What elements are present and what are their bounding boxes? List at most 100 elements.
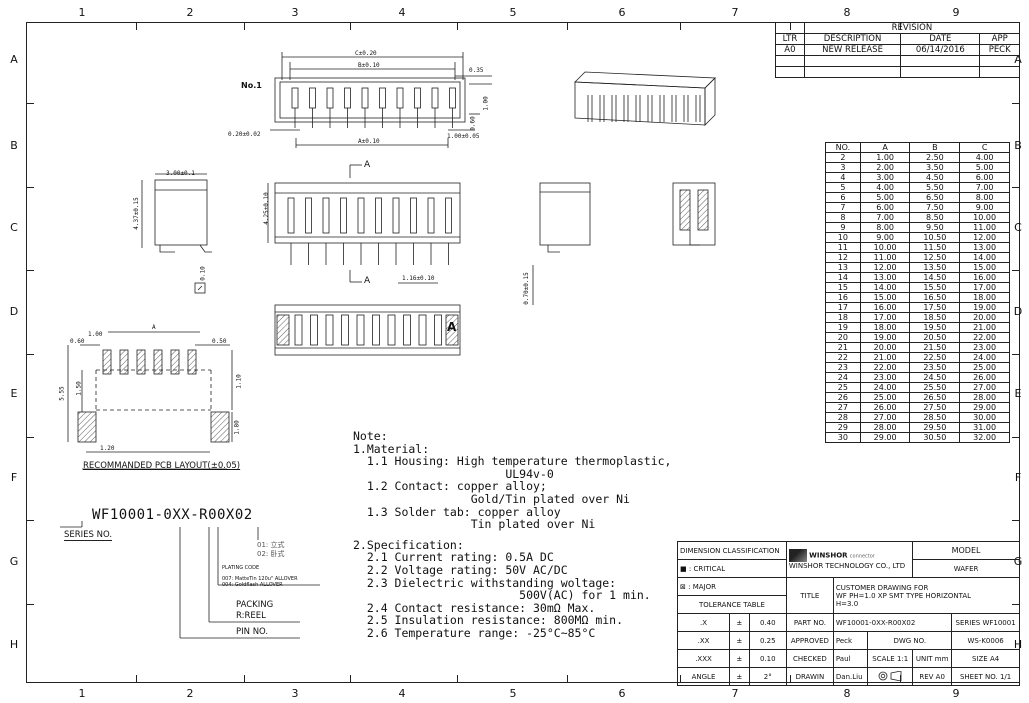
zone-marker: D <box>9 305 19 318</box>
dim-table-cell: 16.00 <box>859 302 911 313</box>
dim-table-cell: 6.00 <box>959 172 1010 183</box>
zone-tick <box>1012 354 1020 355</box>
title-block: DIMENSION CLASSIFICATION WINSHOR connect… <box>676 541 1021 686</box>
bottom-view <box>274 304 461 356</box>
part-code-leaders <box>60 521 320 639</box>
dim-300: 3.00±0.1 <box>166 170 195 177</box>
dim-table-cell: 28.00 <box>959 392 1010 403</box>
drawing-line <box>305 197 312 234</box>
revision-header: DATE <box>900 33 981 45</box>
dim-table-cell: 21.00 <box>959 322 1010 333</box>
tol-key: .XX <box>676 631 731 650</box>
zone-tick <box>457 675 458 683</box>
zone-marker: 9 <box>952 687 960 700</box>
dim-table-cell: 12.00 <box>859 262 911 273</box>
dim-table-cell: 5.00 <box>959 162 1010 173</box>
dim-table-cell: 30.50 <box>909 432 961 443</box>
zone-tick <box>26 103 34 104</box>
zone-marker: 3 <box>291 6 299 19</box>
tol-key: .XXX <box>676 649 731 668</box>
dim-437: 4.37±0.15 <box>132 197 140 230</box>
dim-table-cell: 6 <box>825 192 861 203</box>
dim-table-cell: 24.00 <box>859 382 911 393</box>
drawing-line <box>375 197 382 234</box>
drawing-line <box>449 87 456 109</box>
dim-table-cell: 24.00 <box>959 352 1010 363</box>
drawing-line <box>445 197 452 234</box>
zone-marker: 1 <box>78 687 86 700</box>
dim-table-cell: 4.00 <box>959 152 1010 163</box>
dim-table-cell: 26.00 <box>859 402 911 413</box>
series-no-label: SERIES NO. <box>64 530 113 541</box>
drawing-line <box>403 314 411 346</box>
dim-table-cell: 29.00 <box>859 432 911 443</box>
dim-table-cell: 27 <box>825 402 861 413</box>
dim-table-cell: 29.50 <box>909 422 961 433</box>
dim-table-cell: 7.50 <box>909 202 961 213</box>
zone-tick <box>350 675 351 683</box>
series-label: SERIES <box>955 618 981 627</box>
major-label: MAJOR <box>692 582 716 591</box>
pcb-dim-555: 5.55 <box>58 386 66 401</box>
dim-table-cell: 8 <box>825 212 861 223</box>
drawing-frame <box>26 22 1020 683</box>
drawing-line <box>387 314 396 346</box>
dim-table-cell: 21 <box>825 342 861 353</box>
dim-table-cell: 1.00 <box>859 152 911 163</box>
zone-marker: 3 <box>291 687 299 700</box>
tolerance-table-label: TOLERANCE TABLE <box>677 595 787 614</box>
tol-value: 0.25 <box>748 631 787 650</box>
note-line: Tin plated over Ni <box>353 517 596 532</box>
dim-table-cell: 13.50 <box>909 262 961 273</box>
dim-table-cell: 23.50 <box>909 362 961 373</box>
packing-label: PACKING <box>236 600 274 610</box>
pcb-dim-120: 1.20 <box>100 445 115 452</box>
dim-table-cell: 8.00 <box>959 192 1010 203</box>
dim-table-cell: 27.50 <box>909 402 961 413</box>
dim-table-cell: 18.00 <box>859 322 911 333</box>
unit-label: UNIT <box>915 654 933 663</box>
plating-code-004: 004: Goldflash ALLOVER <box>222 582 283 588</box>
zone-tick <box>244 675 245 683</box>
tol-key: ANGLE <box>676 667 731 686</box>
top-view <box>270 52 492 148</box>
part-no-label: PART NO. <box>785 613 834 632</box>
zone-tick <box>567 675 568 683</box>
dim-table-cell: 3.00 <box>859 172 911 183</box>
tol-sign: ± <box>729 631 750 650</box>
zone-tick <box>900 675 901 683</box>
plating-code-title: PLATING CODE <box>222 565 260 571</box>
note-line: Gold/Tin plated over Ni <box>353 491 630 506</box>
dim-table-cell: 14.50 <box>909 272 961 283</box>
series-value: WF10001 <box>982 618 1016 627</box>
scale-value: 1:1 <box>896 654 909 663</box>
drawing-line <box>309 87 316 109</box>
dim-table-cell: 19.50 <box>909 322 961 333</box>
dim-table-cell: 18.00 <box>959 292 1010 303</box>
title-line-1: CUSTOMER DRAWING FOR <box>835 583 929 592</box>
dim-table-cell: 25.00 <box>959 362 1010 373</box>
dim-table-cell: 26 <box>825 392 861 403</box>
zone-marker: B <box>10 139 18 152</box>
dim-table-header: NO. <box>825 142 861 153</box>
section-a-top: A <box>364 160 371 170</box>
dwg-no-value: WS-K0006 <box>951 631 1020 650</box>
dim-table-cell: 8.50 <box>909 212 961 223</box>
dim-table-cell: 10.50 <box>909 232 961 243</box>
dim-table-cell: 16 <box>825 292 861 303</box>
zone-marker: 9 <box>952 6 960 19</box>
company-name: WINSHOR TECHNOLOGY CO., LTD <box>788 562 906 570</box>
drawing-line <box>287 197 295 234</box>
zone-tick <box>680 675 681 683</box>
side-view-left <box>141 173 212 294</box>
title-line-2: WF PH=1.0 XP SMT TYPE HORIZONTAL <box>835 591 972 600</box>
dim-table-cell: 20 <box>825 332 861 343</box>
